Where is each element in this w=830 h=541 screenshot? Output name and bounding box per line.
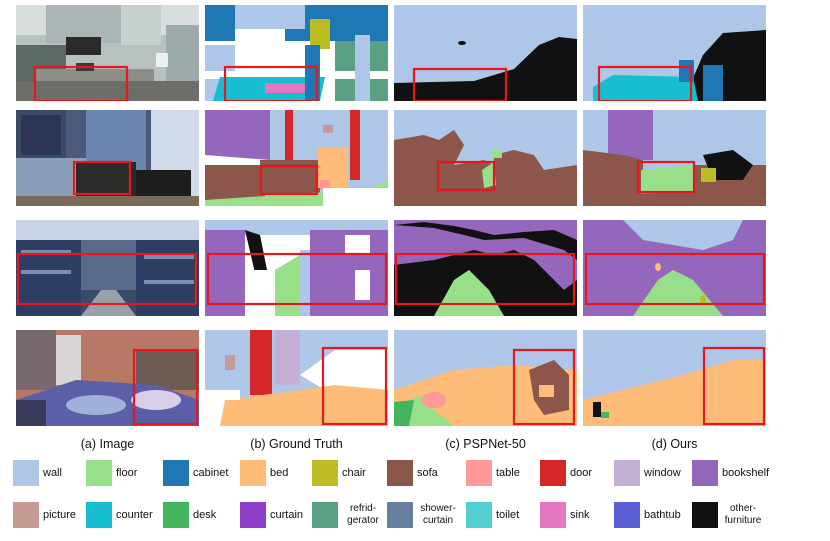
- legend-label: toilet: [496, 509, 520, 521]
- legend-swatch: [387, 460, 413, 486]
- legend-swatch: [540, 460, 566, 486]
- image-kitchen: [16, 5, 199, 101]
- caption-ours: (d) Ours: [651, 437, 698, 451]
- gt-livingroom: [205, 110, 388, 206]
- legend-label: desk: [193, 509, 217, 521]
- legend-swatch: [86, 502, 112, 528]
- legend-swatch: [540, 502, 566, 528]
- image-livingroom: [16, 110, 199, 206]
- legend-swatch: [466, 502, 492, 528]
- legend-swatch: [163, 502, 189, 528]
- legend-label: floor: [116, 467, 138, 479]
- ours-bedroom: [583, 330, 766, 426]
- legend-label: curtain: [270, 509, 304, 521]
- legend-label: chair: [342, 467, 366, 479]
- legend-label: picture: [43, 509, 77, 521]
- legend-swatch: [692, 502, 718, 528]
- legend-label: wall: [43, 467, 62, 479]
- legend-label: shower-curtain: [420, 503, 456, 526]
- legend-swatch: [163, 460, 189, 486]
- legend-label: other-furniture: [724, 503, 762, 526]
- ours-livingroom: [583, 110, 766, 206]
- pspnet-livingroom: [394, 110, 577, 206]
- legend-label: table: [496, 467, 520, 479]
- caption-image: (a) Image: [80, 437, 135, 451]
- legend-swatch: [13, 460, 39, 486]
- legend-swatch: [13, 502, 39, 528]
- legend-label: bookshelf: [722, 467, 770, 479]
- legend-swatch: [240, 502, 266, 528]
- pspnet-library: [394, 220, 577, 316]
- legend-swatch: [312, 502, 338, 528]
- legend-swatch: [614, 460, 640, 486]
- caption-pspnet: (c) PSPNet-50: [445, 437, 526, 451]
- image-bedroom: [16, 330, 199, 426]
- legend-swatch: [312, 460, 338, 486]
- gt-kitchen: [205, 5, 388, 101]
- ours-kitchen: [583, 5, 766, 101]
- legend-label: counter: [116, 509, 153, 521]
- gt-bedroom: [205, 330, 388, 426]
- legend-label: cabinet: [193, 467, 229, 479]
- legend-label: bed: [270, 467, 289, 479]
- legend-swatch: [240, 460, 266, 486]
- legend-swatch: [466, 460, 492, 486]
- legend-swatch: [614, 502, 640, 528]
- legend-label: bathtub: [644, 509, 681, 521]
- gt-library: [205, 220, 388, 316]
- pspnet-bedroom: [394, 330, 577, 426]
- legend-swatch: [86, 460, 112, 486]
- legend-label: refrid-gerator: [347, 503, 379, 526]
- legend-label: sofa: [417, 467, 438, 479]
- legend-swatch: [692, 460, 718, 486]
- ours-library: [583, 220, 766, 316]
- pspnet-kitchen: [394, 5, 577, 101]
- caption-ground-truth: (b) Ground Truth: [250, 437, 343, 451]
- legend-label: door: [570, 467, 593, 479]
- legend-label: window: [644, 467, 681, 479]
- legend-label: sink: [570, 509, 590, 521]
- legend-swatch: [387, 502, 413, 528]
- image-library: [16, 220, 199, 316]
